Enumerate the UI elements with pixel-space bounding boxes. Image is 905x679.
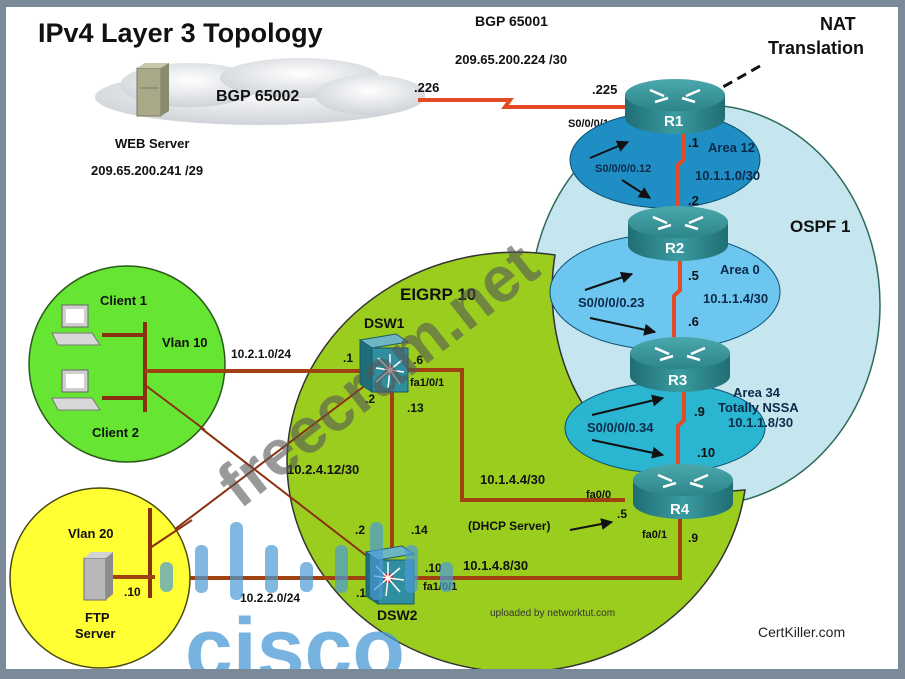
r4-label: R4: [670, 501, 690, 518]
r4-fa01-ip: .9: [688, 531, 698, 545]
vlan10-label: Vlan 10: [162, 335, 208, 350]
dsw1-switch-icon: [358, 333, 410, 393]
arrow-area0-r3: [589, 317, 657, 336]
dsw1-r4-subnet: 10.1.4.4/30: [480, 472, 545, 487]
dsw1-dsw2-vlan-ip: .2: [365, 392, 375, 406]
ftp-server-label-1: FTP: [85, 610, 110, 625]
vlan20-label: Vlan 20: [68, 526, 114, 541]
cisco-logo-bars: [160, 522, 453, 600]
r2-area0-ip: .5: [688, 268, 699, 283]
page-title: IPv4 Layer 3 Topology: [38, 18, 323, 48]
eigrp-label: EIGRP 10: [400, 285, 476, 304]
arrow-area34-r4: [591, 439, 665, 459]
diagram-canvas: IPv4 Layer 3 Topology BGP 65002 WEB Serv…: [6, 7, 898, 669]
r2-label: R2: [665, 240, 684, 257]
arrow-area12-r2: [621, 179, 652, 199]
topology-diagram: IPv4 Layer 3 Topology BGP 65002 WEB Serv…: [9, 13, 881, 669]
router-r4-icon: [633, 464, 733, 519]
r4-area34-ip: .10: [697, 445, 715, 460]
dsw2-vlan20-ip: .1: [356, 586, 366, 600]
isp-link-subnet: 209.65.200.224 /30: [455, 52, 567, 67]
nat-label-1: NAT: [820, 14, 856, 34]
arrow-dhcp: [569, 518, 614, 531]
ftp-server-label-2: Server: [75, 626, 115, 641]
dhcp-server-label: (DHCP Server): [468, 519, 550, 533]
vlan20-dsw1-link: [149, 377, 376, 549]
web-server-label: WEB Server: [115, 136, 189, 151]
client1-icon: [51, 304, 101, 346]
dsw2-dsw1-ip: .14: [411, 523, 428, 537]
dsw1-r4-link: [390, 368, 625, 502]
r1-isp-ip: .225: [592, 82, 617, 97]
dsw2-r4-link: [400, 510, 682, 580]
area34-subnet: 10.1.1.8/30: [728, 415, 793, 430]
r2-r3-serial-link: [672, 255, 682, 345]
ftp-server-ip: .10: [124, 585, 141, 599]
area34-type: Totally NSSA: [718, 400, 799, 415]
dsw2-label: DSW2: [377, 607, 418, 623]
dsw2-r4-ip: .10: [425, 561, 442, 575]
r2-area12-ip: .2: [688, 193, 699, 208]
client1-label: Client 1: [100, 293, 147, 308]
r1-label: R1: [664, 113, 683, 130]
area0-label: Area 0: [720, 262, 760, 277]
web-server-icon: [136, 63, 169, 117]
area12-label: Area 12: [708, 140, 755, 155]
area0-subnet: 10.1.1.4/30: [703, 291, 768, 306]
area34-interface: S0/0/0/0.34: [587, 420, 654, 435]
area0-interface: S0/0/0/0.23: [578, 295, 645, 310]
bgp-as-local-label: BGP 65001: [475, 13, 548, 29]
vlan10-diag-link: [144, 384, 206, 431]
r3-r4-serial-link: [676, 385, 686, 470]
r4-fa00-ip: .5: [617, 507, 627, 521]
ftp-server-icon: [83, 552, 113, 601]
certkiller-credit: CertKiller.com: [758, 624, 845, 640]
router-r2-icon: [628, 206, 728, 261]
router-r1-icon: [625, 79, 725, 134]
client2-label: Client 2: [92, 425, 139, 440]
ospf-label: OSPF 1: [790, 217, 850, 236]
client2-icon: [51, 369, 101, 411]
dsw2-vlan10-ip: .2: [355, 523, 365, 537]
arrow-area0-r2: [584, 271, 634, 291]
r1-area12-ip: .1: [688, 135, 699, 150]
router-r3-icon: [630, 337, 730, 392]
nat-label-2: Translation: [768, 38, 864, 58]
area12-subnet: 10.1.1.0/30: [695, 168, 760, 183]
vlan20-subnet: 10.2.2.0/24: [240, 591, 300, 605]
dsw2-r4-subnet: 10.1.4.8/30: [463, 558, 528, 573]
isp-side-ip: .226: [414, 80, 439, 95]
area12-interface: S0/0/0/0.12: [595, 163, 651, 175]
dsw1-label: DSW1: [364, 315, 405, 331]
dsw1-r4-interface: fa1/0/1: [410, 377, 444, 389]
vlan20-diag-link: [149, 519, 193, 549]
dsw1-r4-ip: .6: [413, 353, 423, 367]
vlan10-subnet: 10.2.1.0/24: [231, 347, 291, 361]
area34-label: Area 34: [733, 385, 781, 400]
r1-r2-serial-link: [675, 130, 685, 215]
r3-label: R3: [668, 372, 687, 389]
dsw1-dsw2-ip: .13: [407, 401, 424, 415]
web-server-ip: 209.65.200.241 /29: [91, 163, 203, 178]
r3-area34-ip: .9: [694, 404, 705, 419]
dsw1-dsw2-subnet: 10.2.4.12/30: [287, 462, 359, 477]
dsw1-vlan10-ip: .1: [343, 351, 353, 365]
isp-serial-link: [418, 98, 625, 109]
arrow-area34-r3: [591, 394, 665, 416]
uploaded-by-credit: uploaded by networktut.com: [490, 608, 615, 619]
cisco-watermark: cisco: [185, 601, 405, 669]
r4-fa01-interface: fa0/1: [642, 529, 667, 541]
r3-area0-ip: .6: [688, 314, 699, 329]
bgp-as-isp-label: BGP 65002: [216, 88, 299, 105]
arrow-area12-r1: [589, 140, 630, 159]
r4-fa00-interface: fa0/0: [586, 489, 611, 501]
